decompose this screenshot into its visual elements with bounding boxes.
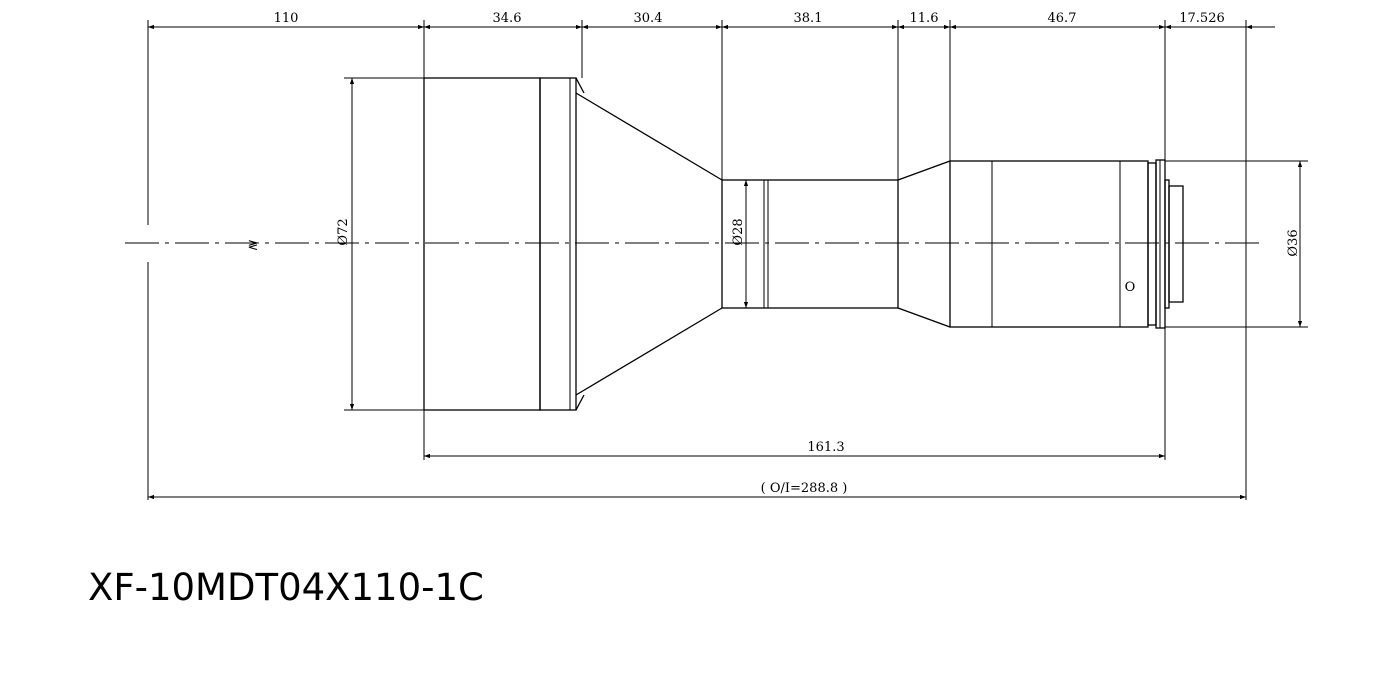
rear-mark: O: [1125, 280, 1136, 295]
dim-total-length: ( O/I=288.8 ): [761, 481, 848, 496]
top-dimension-chain: 110 34.6 30.4 38.1 11.6 46.7 17.526: [148, 11, 1275, 30]
break-symbol: ≷: [248, 238, 259, 253]
rear-flange: [1147, 162, 1157, 326]
dim-cone: 30.4: [634, 11, 663, 26]
mount-thread-outer: [1168, 185, 1184, 303]
dim-front-barrel: 34.6: [493, 11, 522, 26]
rear-barrel: [949, 160, 1149, 328]
dim-rear-barrel: 46.7: [1048, 11, 1077, 26]
bottom-dimensions: 161.3 ( O/I=288.8 ): [148, 440, 1246, 500]
front-barrel: [423, 77, 541, 411]
dim-back-focus: 17.526: [1179, 11, 1225, 26]
lens-body: O: [423, 77, 1184, 411]
dim-front-diameter: Ø72: [336, 218, 351, 245]
taper-cone-top: [575, 92, 723, 181]
taper-cone-bottom: [575, 307, 723, 396]
dim-front-distance: 110: [274, 11, 299, 26]
dim-flange-length: 161.3: [807, 440, 844, 455]
diameter-dimensions: Ø72 Ø28 Ø36: [336, 78, 1303, 410]
rear-taper-bottom: [897, 307, 951, 328]
dim-middle-tube: 38.1: [794, 11, 823, 26]
extension-lines: [147, 20, 1308, 500]
middle-tube: [721, 179, 899, 309]
dim-rear-diameter: Ø36: [1286, 229, 1301, 256]
front-ring: [539, 77, 577, 411]
dim-middle-diameter: Ø28: [731, 218, 746, 245]
part-number: XF-10MDT04X110-1C: [88, 566, 484, 609]
dim-rear-taper: 11.6: [910, 11, 939, 26]
rear-taper-top: [897, 160, 951, 181]
